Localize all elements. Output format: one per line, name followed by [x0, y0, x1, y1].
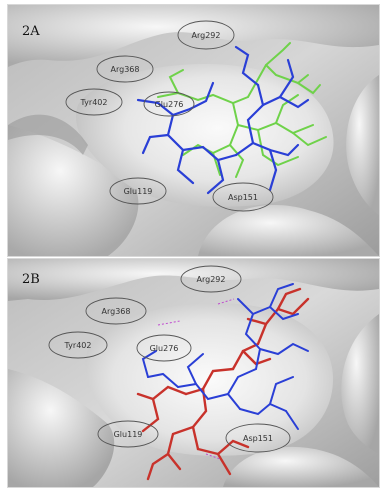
residue-label-tyr402: Tyr402	[80, 98, 108, 107]
residue-label-arg368: Arg368	[111, 65, 140, 74]
residue-label-glu119: Glu119	[124, 187, 153, 196]
panel-label-2a: 2A	[22, 24, 40, 39]
residue-label-arg368: Arg368	[102, 307, 131, 316]
residue-label-glu119: Glu119	[114, 430, 143, 439]
molecular-surface-2a: Arg292 Arg368 Tyr402 Glu276 Glu119 Asp15…	[8, 5, 379, 256]
residue-label-asp151: Asp151	[228, 193, 258, 202]
panel-2a: Arg292 Arg368 Tyr402 Glu276 Glu119 Asp15…	[7, 4, 380, 257]
panel-2b: Arg292 Arg368 Tyr402 Glu276 Glu119 Asp15…	[7, 258, 380, 488]
residue-label-glu276: Glu276	[155, 100, 184, 109]
panel-label-2b: 2B	[22, 272, 40, 287]
residue-label-arg292: Arg292	[192, 31, 221, 40]
residue-label-glu276: Glu276	[150, 344, 179, 353]
molecular-surface-2b: Arg292 Arg368 Tyr402 Glu276 Glu119 Asp15…	[8, 259, 379, 487]
residue-label-arg292: Arg292	[197, 275, 226, 284]
residue-label-tyr402: Tyr402	[64, 341, 92, 350]
residue-label-asp151: Asp151	[243, 434, 273, 443]
